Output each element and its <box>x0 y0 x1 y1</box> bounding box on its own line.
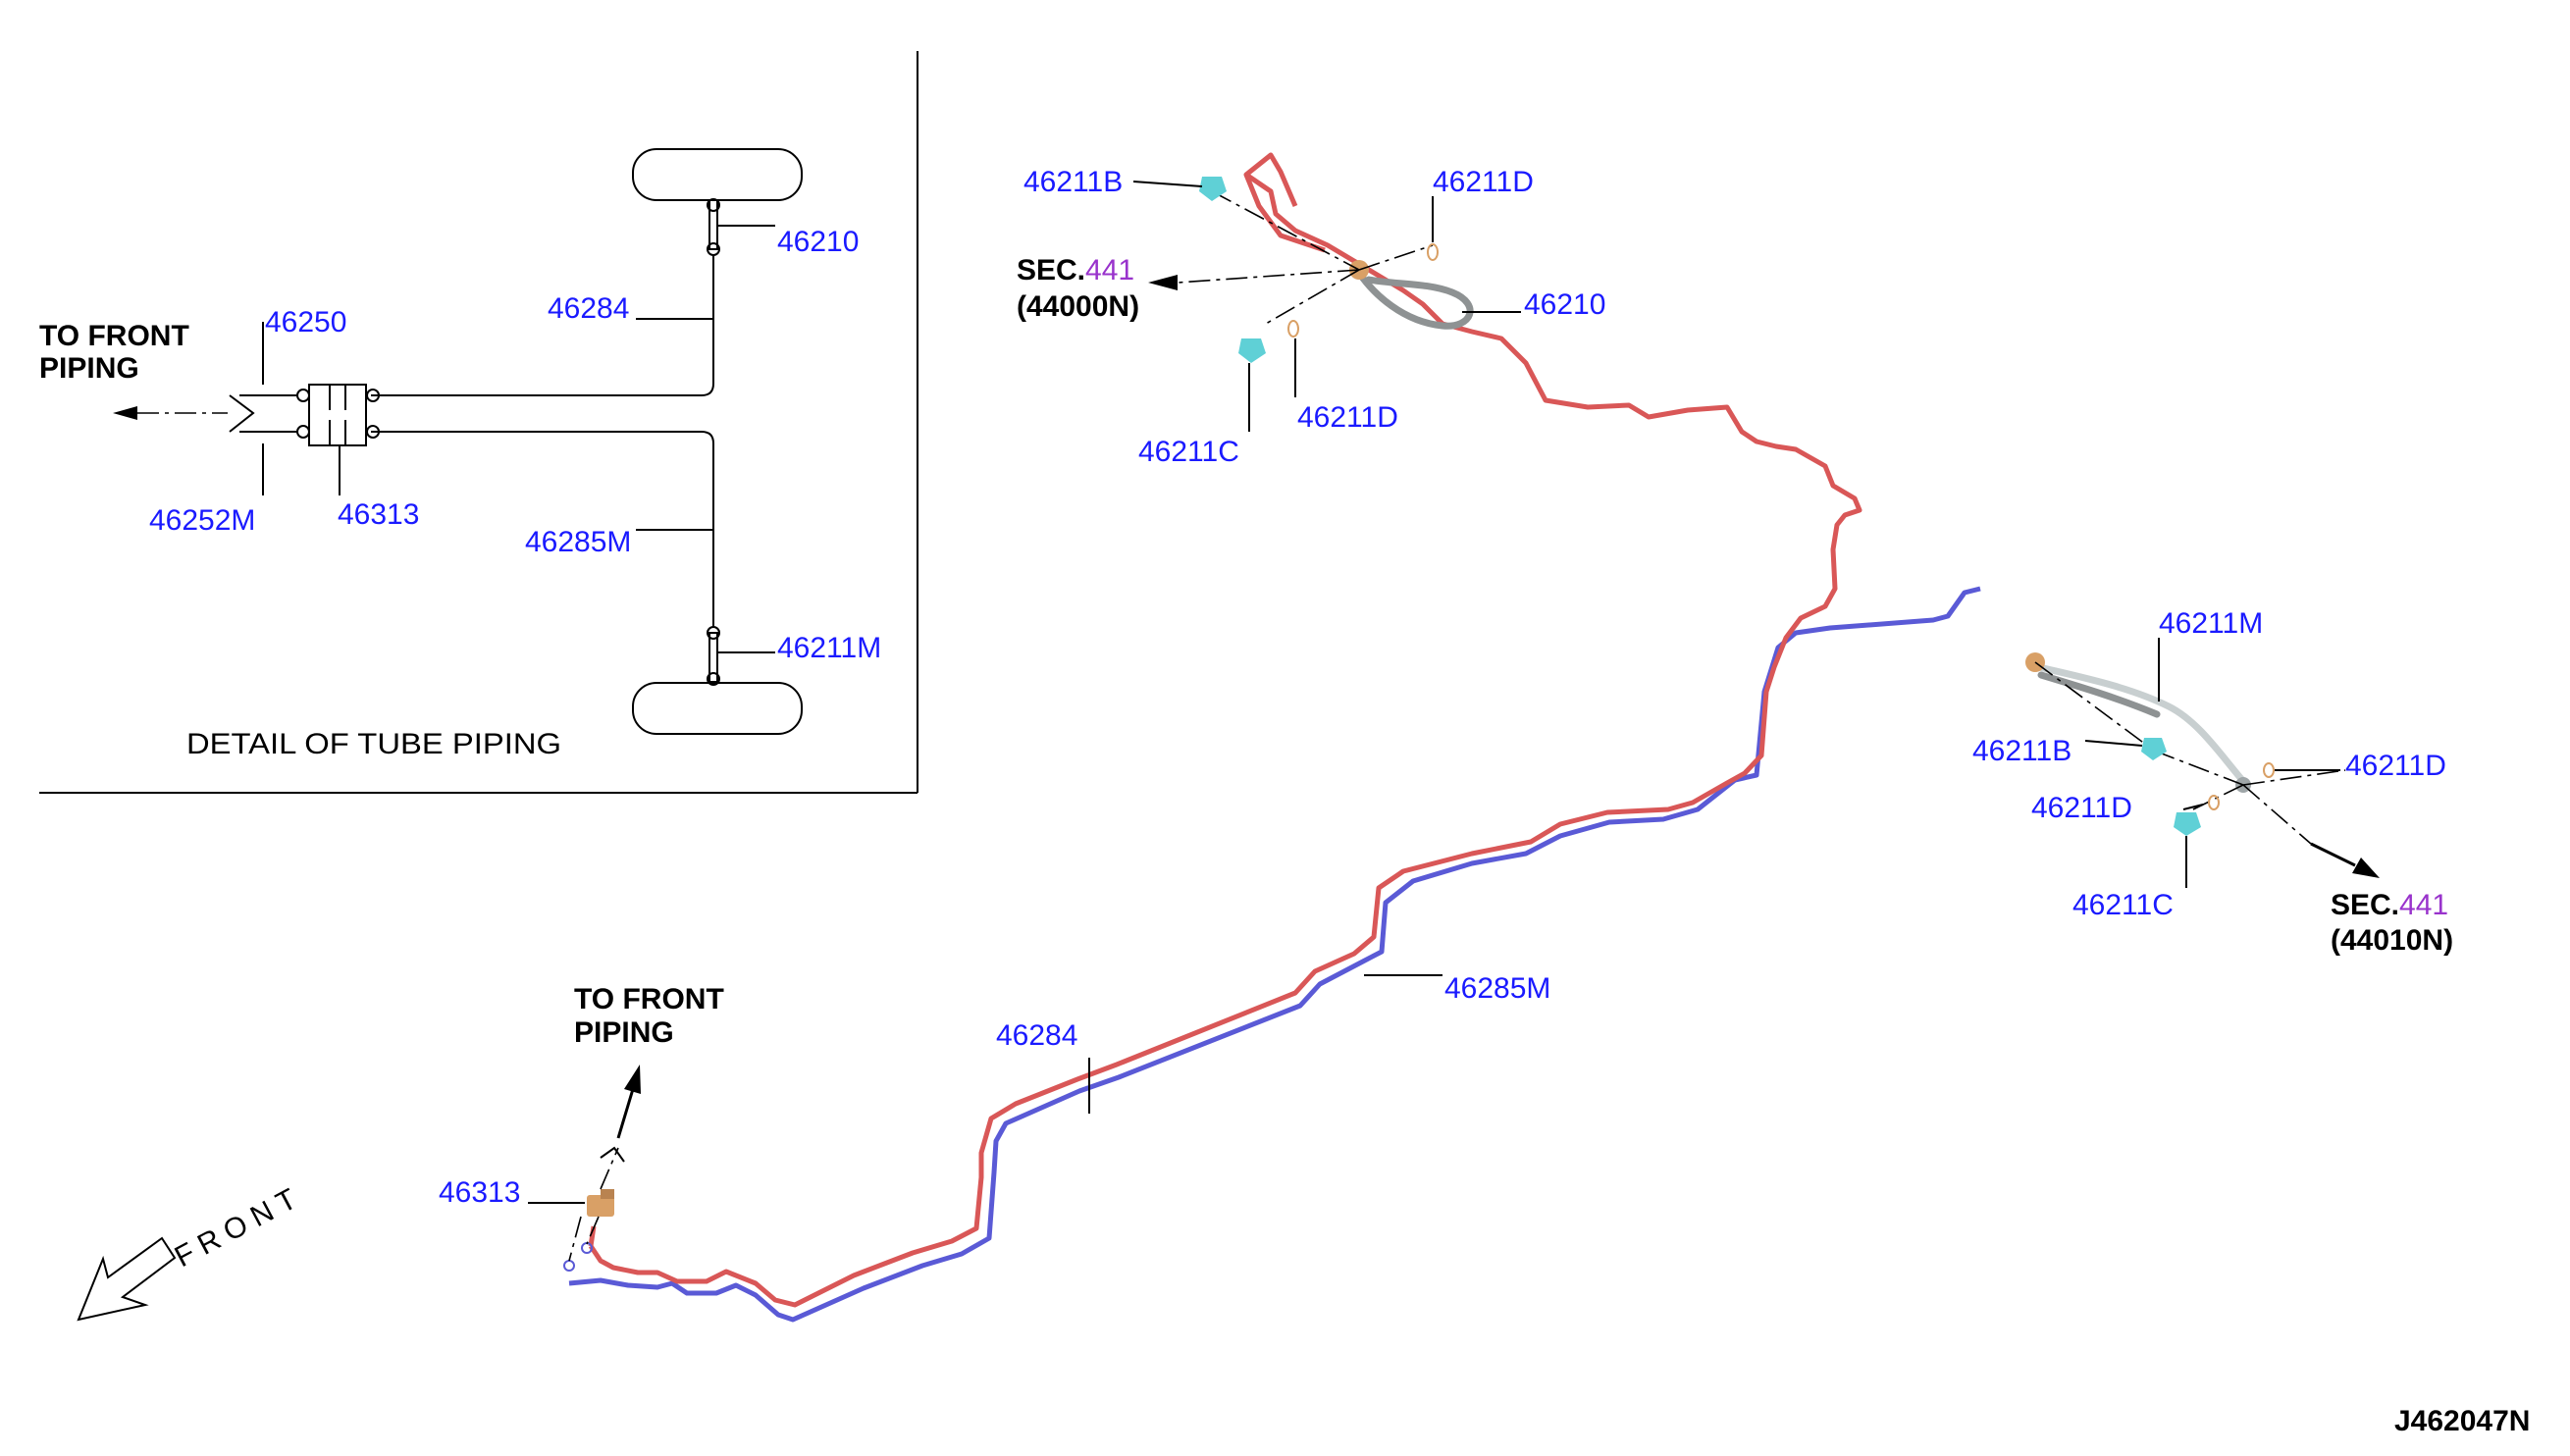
hose-46210 <box>1355 269 1474 330</box>
junction-46313-symbol <box>308 384 367 446</box>
front-left-hose-area: 46211B 46211D 46210 46211C 46211D SEC.44… <box>1017 166 1605 468</box>
ref-44000N: (44000N) <box>1017 290 1139 323</box>
washer-46211D-right-lower <box>2208 795 2220 810</box>
label-46284-main: 46284 <box>996 1019 1077 1052</box>
label-46211C-left: 46211C <box>1138 436 1239 468</box>
label-46313-detail: 46313 <box>338 498 419 531</box>
tube-46284 <box>588 172 1862 1308</box>
diagram-code: J462047N <box>2394 1405 2530 1437</box>
sec-441-right: SEC.441 <box>2331 889 2448 921</box>
hose-46211M-symbol <box>708 632 718 683</box>
label-46211D-top-left: 46211D <box>1433 166 1534 198</box>
sec-arrow-left <box>1148 275 1178 290</box>
label-46211M-detail: 46211M <box>777 632 881 664</box>
front-direction-indicator: FRONT <box>77 1179 309 1322</box>
front-right-hose-area: 46211M 46211B 46211D 46211D 46211C SEC.4… <box>1972 607 2453 957</box>
tube-46284-symbol <box>371 255 714 396</box>
middle-labels: 46284 46285M <box>996 972 1550 1114</box>
label-46284-detail: 46284 <box>548 292 629 325</box>
label-46211C-right: 46211C <box>2072 889 2174 921</box>
to-front-line1-detail: TO FRONT <box>39 320 189 352</box>
clip-46211B-left <box>1199 177 1227 201</box>
label-46211M-main: 46211M <box>2159 607 2263 640</box>
label-46211D-right-lower: 46211D <box>2031 792 2132 824</box>
to-front-line1-rear: TO FRONT <box>574 983 724 1015</box>
hose-46210-symbol <box>708 199 718 250</box>
to-front-arrow-rear <box>624 1065 641 1094</box>
washer-46211D-right <box>2263 762 2275 778</box>
clip-46211B-right <box>2141 738 2167 760</box>
clip-46211C-left <box>1238 338 1266 363</box>
label-46285M-detail: 46285M <box>525 526 631 558</box>
hose-46211M <box>2035 663 2246 784</box>
wheel-rear-symbol <box>632 682 803 735</box>
front-arrow-icon <box>77 1236 177 1322</box>
label-46250-detail: 46250 <box>265 306 346 338</box>
ref-44010N: (44010N) <box>2331 924 2453 957</box>
label-46210-main: 46210 <box>1524 288 1605 321</box>
tube-46285M <box>568 586 1981 1323</box>
to-front-line2-rear: PIPING <box>574 1016 674 1049</box>
label-46211D-bottom-left: 46211D <box>1297 401 1398 434</box>
label-46285M-main: 46285M <box>1444 972 1550 1005</box>
tube-routing <box>568 152 1981 1323</box>
front-arrow-label: FRONT <box>170 1179 309 1274</box>
label-46252M-detail: 46252M <box>149 504 255 537</box>
washer-46211D-top-left <box>1427 243 1439 261</box>
junction-46313-main <box>587 1195 614 1217</box>
detail-inset: 46210 46284 46250 46252M 46313 46285M 46… <box>39 51 918 794</box>
sec-arrow-right <box>2352 858 2380 878</box>
clip-46211C-right <box>2174 812 2201 836</box>
label-46211B-right: 46211B <box>1972 735 2072 767</box>
label-46211B-left: 46211B <box>1023 166 1123 198</box>
label-46211D-right: 46211D <box>2345 750 2446 782</box>
wheel-front-symbol <box>632 148 803 201</box>
sec-441-left: SEC.441 <box>1017 254 1134 286</box>
to-front-line2-detail: PIPING <box>39 352 139 385</box>
rear-end-area: TO FRONT PIPING 46313 <box>439 983 724 1272</box>
washer-46211D-bottom-left <box>1287 320 1299 338</box>
detail-caption: DETAIL OF TUBE PIPING <box>186 728 561 760</box>
label-46210-detail: 46210 <box>777 226 859 258</box>
label-46313-main: 46313 <box>439 1176 520 1209</box>
tube-46285M-symbol <box>371 431 714 628</box>
